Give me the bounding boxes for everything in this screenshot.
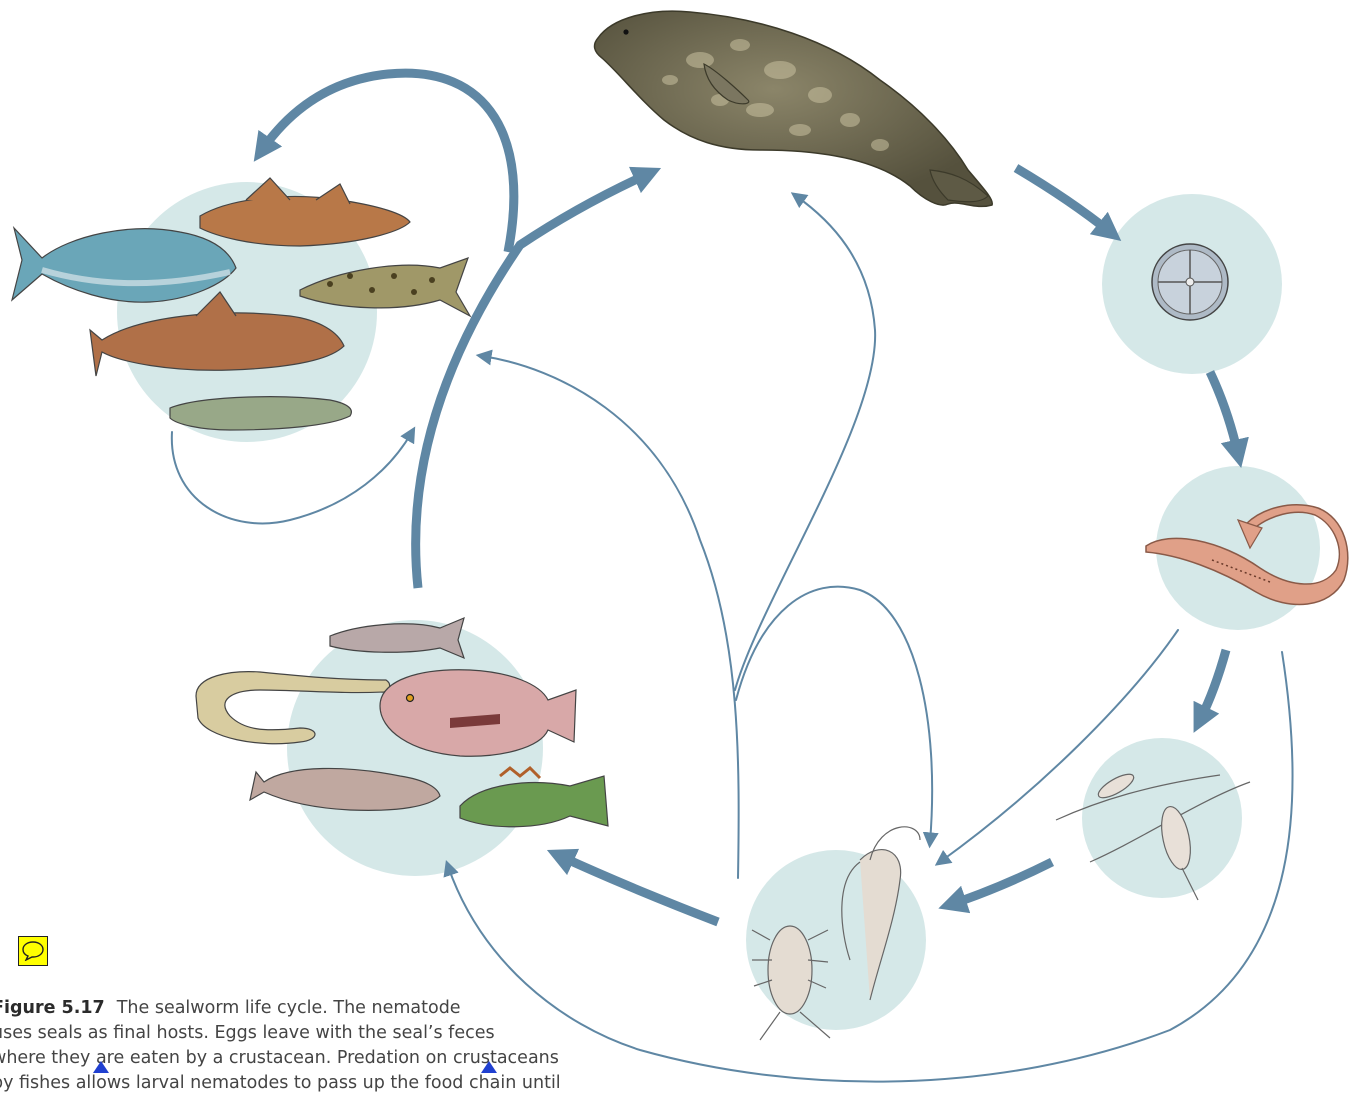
caption-line-2: uses seals as final hosts. Eggs leave wi… (0, 1021, 612, 1046)
seal-eye (623, 29, 628, 34)
caption-line-1: Figure 5.17 The sealworm life cycle. The … (0, 996, 612, 1021)
arrow-egg-to-larva (1210, 372, 1238, 454)
seal-final-host (595, 11, 993, 206)
figure-caption: Figure 5.17 The sealworm life cycle. The … (0, 996, 612, 1096)
small-fishes (196, 618, 608, 827)
arrow-copepod-to-crustacean (952, 862, 1052, 904)
tuna (12, 228, 236, 302)
arapaima (170, 397, 351, 430)
arrow-crustacean-to-small-fish (560, 856, 718, 922)
thin-arrow-crustacean-to-seal (735, 196, 875, 690)
arrow-larva-to-copepod (1200, 650, 1226, 720)
host-circles (117, 182, 1320, 1030)
caption-line-4: by fishes allows larval nematodes to pas… (0, 1071, 612, 1096)
text-anchor-icon[interactable] (480, 1060, 498, 1074)
caption-text-1: The sealworm life cycle. The nematode (117, 998, 461, 1018)
comment-note-icon[interactable] (18, 936, 48, 966)
tilapia (380, 670, 576, 756)
arrow-small-fish-to-seal (416, 174, 648, 588)
figure-label: Figure 5.17 (0, 998, 105, 1018)
thin-arrow-predator-loop (172, 432, 412, 523)
nematode-egg (1152, 244, 1228, 320)
text-anchor-icon[interactable] (92, 1060, 110, 1074)
arrow-seal-to-egg (1016, 168, 1110, 232)
cod (200, 197, 410, 246)
thin-arrow-crustacean-self-loop (736, 587, 932, 842)
